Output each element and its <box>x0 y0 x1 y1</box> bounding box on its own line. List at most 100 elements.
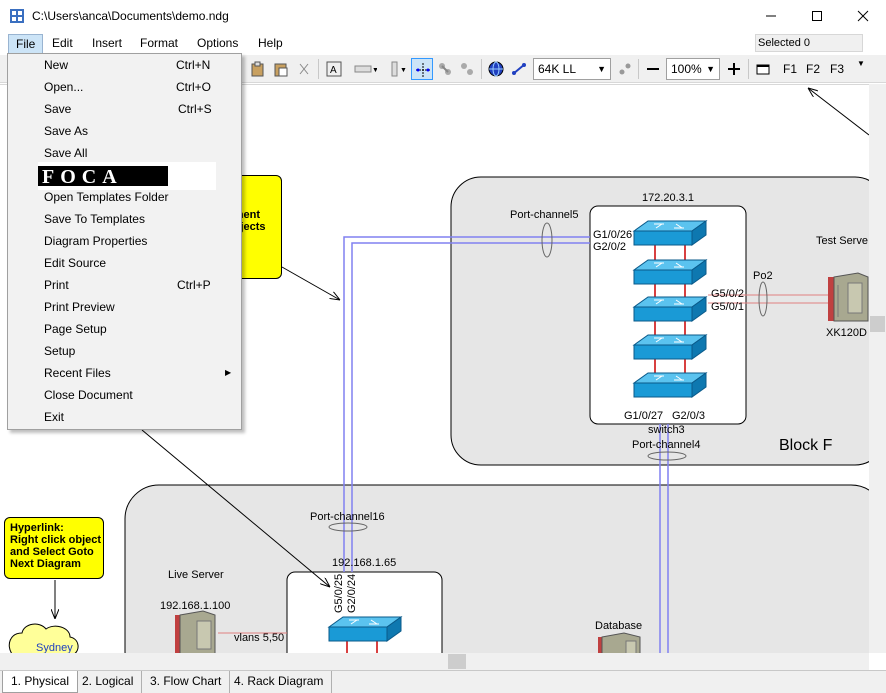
link-tool-button[interactable] <box>434 58 456 80</box>
zoom-select[interactable]: 100% ▼ <box>666 58 720 80</box>
port-channel4-marker[interactable] <box>647 451 687 461</box>
menu-insert[interactable]: Insert <box>92 36 123 50</box>
menu-help[interactable]: Help <box>258 36 283 50</box>
cut-button[interactable] <box>293 58 315 80</box>
selected-count: Selected 0 <box>755 34 863 52</box>
menu-item-save-all[interactable]: Save All <box>9 142 241 164</box>
connector-tool-button[interactable] <box>411 58 433 80</box>
lower-switch[interactable] <box>327 616 403 653</box>
line-type-select[interactable]: 64K LL ▼ <box>533 58 611 80</box>
link-g1-0-26[interactable] <box>343 236 590 572</box>
menu-item-recent-files[interactable]: Recent Files▶ <box>9 362 241 384</box>
menu-item-diagram-properties[interactable]: Diagram Properties <box>9 230 241 252</box>
sydney-label: Sydney <box>36 642 73 653</box>
tab-rack-diagram[interactable]: 4. Rack Diagram <box>226 671 333 693</box>
menu-item-label: Edit Source <box>44 256 107 270</box>
database-label: Database <box>595 620 643 632</box>
f1-button[interactable]: F1 <box>783 62 798 76</box>
chevron-down-icon: ▼ <box>597 64 606 74</box>
toolbar-separator <box>638 59 639 79</box>
line-style-icon <box>512 63 526 75</box>
menu-item-label: Print Preview <box>44 300 115 314</box>
switch3-stack[interactable] <box>632 220 708 398</box>
svg-text:▼: ▼ <box>400 67 407 74</box>
tab-logical[interactable]: 2. Logical <box>74 671 143 693</box>
port-channel16-marker[interactable] <box>328 522 368 532</box>
dots-button[interactable] <box>614 58 636 80</box>
menu-item-label: Close Document <box>44 388 133 402</box>
menu-file[interactable]: File <box>8 34 44 54</box>
vertical-bar-icon: ▼ <box>391 61 407 77</box>
tab-physical[interactable]: 1. Physical <box>2 671 79 693</box>
menu-item-save-to-templates[interactable]: Save To Templates <box>9 208 241 230</box>
menu-item-edit-source[interactable]: Edit Source <box>9 252 241 274</box>
test-server-label: Test Serve <box>816 235 868 247</box>
page-view-icon <box>756 64 770 75</box>
po2-marker[interactable] <box>758 281 768 317</box>
vertical-scroll-thumb[interactable] <box>870 316 885 332</box>
switch3-name-label: switch3 <box>648 424 685 436</box>
minimize-button[interactable] <box>748 0 794 32</box>
title-bar: C:\Users\anca\Documents\demo.ndg <box>0 0 886 32</box>
unlink-tool-button[interactable] <box>456 58 478 80</box>
menu-edit[interactable]: Edit <box>52 36 73 50</box>
zoom-in-button[interactable] <box>723 58 745 80</box>
text-tool-button[interactable]: A <box>323 58 345 80</box>
paste-button[interactable] <box>247 58 269 80</box>
server-model-label: XK120D <box>826 327 867 339</box>
horizontal-scrollbar[interactable] <box>0 653 869 670</box>
database-device[interactable] <box>598 632 641 653</box>
maximize-icon <box>812 11 822 21</box>
menu-item-exit[interactable]: Exit <box>9 406 241 428</box>
menu-item-page-setup[interactable]: Page Setup <box>9 318 241 340</box>
toolbar-overflow-icon[interactable]: ▼ <box>857 59 865 68</box>
port-g5-0-2-label: G5/0/2 <box>711 288 745 300</box>
menu-item-label: Open... <box>44 80 84 94</box>
menu-item-setup[interactable]: Setup <box>9 340 241 362</box>
link-g2-0-2[interactable] <box>351 242 590 572</box>
live-server-device[interactable] <box>175 610 216 653</box>
menu-item-open[interactable]: Open... Ctrl+O <box>9 76 241 98</box>
menu-item-label: Page Setup <box>44 322 107 336</box>
menu-item-print-preview[interactable]: Print Preview <box>9 296 241 318</box>
diagram-tabs: 1. Physical 2. Logical 3. Flow Chart 4. … <box>0 670 886 693</box>
zoom-out-button[interactable] <box>642 58 664 80</box>
live-server-ip-label: 192.168.1.100 <box>160 600 231 612</box>
horizontal-scroll-thumb[interactable] <box>448 654 466 669</box>
menu-item-save-as[interactable]: Save As <box>9 120 241 142</box>
shape-tool-button[interactable]: ▼ <box>350 58 380 80</box>
port-channel5-marker[interactable] <box>541 222 553 258</box>
note-line: Right click object <box>10 534 102 546</box>
menu-item-close-document[interactable]: Close Document <box>9 384 241 406</box>
tab-flow-chart[interactable]: 3. Flow Chart <box>142 671 231 693</box>
close-button[interactable] <box>840 0 886 32</box>
menu-item-label: Save To Templates <box>44 212 145 226</box>
f3-button[interactable]: F3 <box>830 62 845 76</box>
sydney-cloud[interactable] <box>8 623 79 653</box>
f2-button[interactable]: F2 <box>806 62 821 76</box>
svg-text:▼: ▼ <box>372 67 377 74</box>
line-style-button[interactable] <box>508 58 530 80</box>
lower-block-group[interactable] <box>124 484 869 653</box>
menu-item-open-templates-folder[interactable]: Open Templates Folder <box>9 186 241 208</box>
note-line: Next Diagram <box>10 558 81 570</box>
maximize-button[interactable] <box>794 0 840 32</box>
paste-special-button[interactable] <box>270 58 292 80</box>
vertical-shape-button[interactable]: ▼ <box>385 58 411 80</box>
lower-switch-box[interactable] <box>286 571 443 653</box>
network-button[interactable] <box>485 58 507 80</box>
menu-format[interactable]: Format <box>140 36 179 50</box>
hyperlink-note[interactable]: Hyperlink: Right click object and Select… <box>4 517 104 579</box>
test-server-device[interactable] <box>828 272 869 322</box>
note-line: and Select Goto <box>10 546 94 558</box>
foca-banner: FOCA <box>38 162 216 190</box>
vertical-scrollbar[interactable] <box>869 84 886 653</box>
menu-item-shortcut: Ctrl+O <box>176 80 212 94</box>
menu-options[interactable]: Options <box>197 36 239 50</box>
page-view-button[interactable] <box>752 58 774 80</box>
menu-item-shortcut: Ctrl+S <box>178 102 212 116</box>
